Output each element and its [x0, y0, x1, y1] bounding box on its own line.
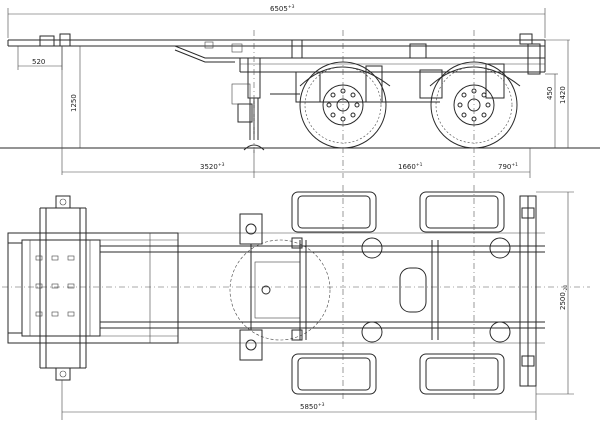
side-view: 6505+3 520 1250 3520+3 1660+1 790+1: [0, 4, 600, 178]
dim-plan-length: 5850+3: [61, 380, 537, 420]
plan-tyres: [291, 191, 505, 395]
rear-height-label: 1420: [559, 86, 567, 104]
side-frame: [7, 33, 546, 73]
dim-overall-length: 6505+3: [7, 4, 546, 38]
kingpin-to-axle-label: 3520+3: [200, 162, 225, 171]
dim-fifth-wheel-height: 1250: [61, 46, 81, 175]
plan-landing-gear: [229, 213, 331, 361]
plan-view: 5850+3 2500-20: [2, 185, 590, 420]
rear-bumper: [527, 43, 541, 75]
plan-length-label: 5850+3: [300, 402, 325, 411]
dim-rear-heights: 450 1420: [545, 39, 570, 148]
plan-main-beams: [100, 232, 545, 344]
landing-gear: [231, 30, 265, 155]
fifth-wheel-height-label: 1250: [70, 94, 78, 112]
dim-plan-width: 2500-20: [536, 191, 574, 395]
dim-lower-chain: 3520+3 1660+1 790+1: [62, 148, 531, 178]
front-overhang-label: 520: [32, 58, 45, 66]
rear-height-small-label: 450: [546, 87, 554, 100]
plan-rear-locks: [291, 207, 535, 367]
plan-width-label: 2500-20: [559, 285, 569, 310]
rear-overhang-label: 790+1: [498, 162, 518, 171]
plan-gooseneck: [7, 195, 179, 381]
axle-spacing-label: 1660+1: [398, 162, 423, 171]
plan-axles: [299, 185, 537, 400]
dim-front-overhang: 520: [17, 46, 63, 70]
overall-length-label: 6505+3: [270, 4, 295, 13]
